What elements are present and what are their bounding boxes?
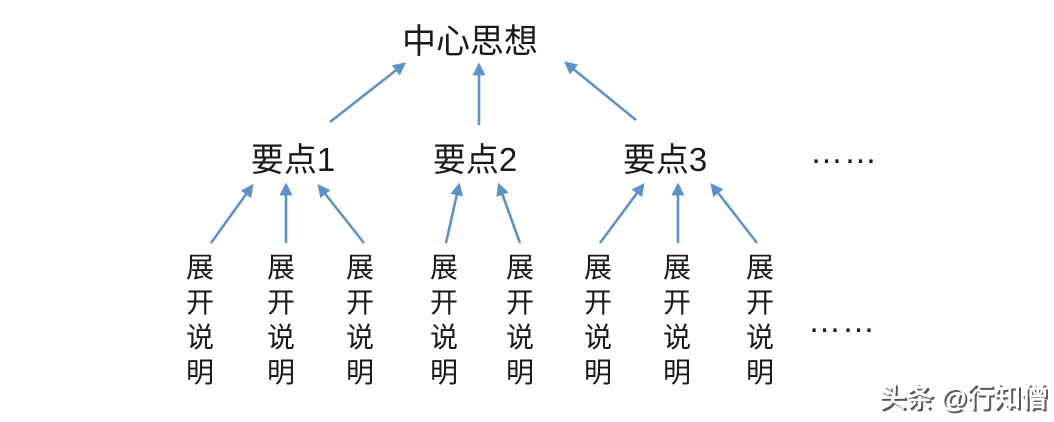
watermark-label: 头条 @行知僧	[879, 383, 1048, 413]
points-ellipsis: ……	[810, 133, 878, 170]
detail-column-1: 展开说明	[185, 252, 214, 388]
arrow-detail1-to-point1	[209, 183, 254, 244]
central-idea-node: 中心思想	[402, 23, 538, 61]
arrow-detail6-to-point3	[598, 182, 645, 244]
point-2-node: 要点2	[432, 141, 518, 178]
detail-column-6: 展开说明	[583, 252, 612, 388]
point-1-node: 要点1	[250, 141, 336, 178]
detail-column-4: 展开说明	[429, 252, 458, 388]
detail-column-3: 展开说明	[345, 252, 374, 388]
arrow-detail5-to-point2	[496, 182, 522, 244]
detail-column-7: 展开说明	[662, 252, 691, 388]
arrow-point3-to-center	[563, 61, 637, 122]
detail-column-8: 展开说明	[745, 252, 774, 388]
arrow-detail3-to-point1	[317, 183, 366, 244]
arrow-detail8-to-point3	[710, 182, 759, 244]
point-3-node: 要点3	[622, 141, 708, 178]
details-ellipsis: ……	[808, 302, 876, 339]
arrow-point1-to-center	[329, 62, 407, 124]
detail-column-5: 展开说明	[505, 252, 534, 388]
detail-column-2: 展开说明	[266, 252, 295, 388]
arrow-detail4-to-point2	[444, 182, 464, 244]
